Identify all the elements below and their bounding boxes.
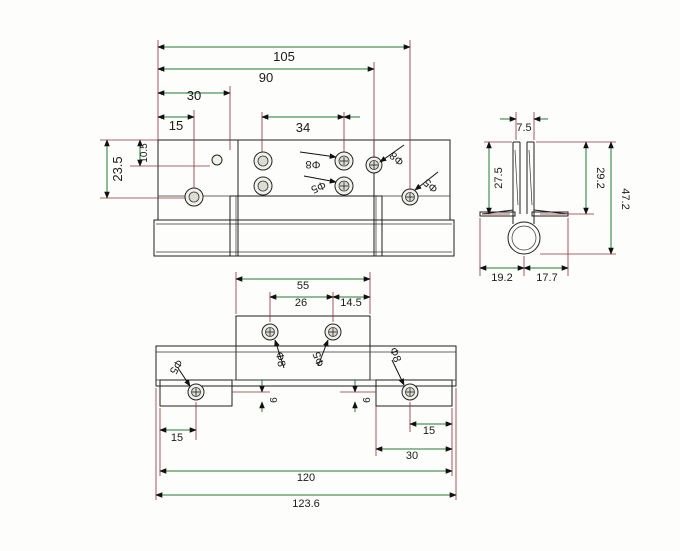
dim-label: 9 bbox=[360, 397, 371, 403]
dim-label: 7.5 bbox=[516, 122, 531, 134]
dim-label: 47.2 bbox=[619, 188, 631, 209]
hole-screw bbox=[401, 188, 419, 206]
bottom-view-hinge-outline bbox=[155, 315, 457, 407]
top-view-dimension-lines bbox=[104, 44, 411, 199]
side-view-hinge-profile bbox=[479, 141, 569, 255]
dim-label: 105 bbox=[273, 49, 295, 64]
dim-label: 55 bbox=[297, 280, 309, 292]
bottom-view-dimension-lines bbox=[155, 276, 457, 498]
hole-screw bbox=[334, 151, 354, 171]
top-view: 105 90 30 15 34 10.5 23.5 Φ8 Φ5 Φ8 Φ5 bbox=[100, 40, 455, 257]
dim-label: 10.5 bbox=[139, 143, 150, 163]
dim-label: 15 bbox=[171, 432, 183, 444]
side-view-dimension-lines bbox=[479, 116, 614, 271]
dim-label: 90 bbox=[259, 70, 273, 85]
dim-label: 17.7 bbox=[536, 272, 557, 284]
dim-label: Φ8 bbox=[273, 351, 287, 368]
hole-small bbox=[211, 154, 223, 166]
dim-label: Φ5 bbox=[422, 176, 441, 195]
dim-label: 30 bbox=[187, 88, 201, 103]
hole-countersunk bbox=[253, 176, 273, 196]
dim-label: 15 bbox=[169, 118, 183, 133]
dim-label: 26 bbox=[295, 297, 307, 309]
dim-label: 19.2 bbox=[491, 272, 512, 284]
side-view: 7.5 27.5 29.2 47.2 19.2 17.7 bbox=[479, 112, 631, 284]
top-view-extension-lines bbox=[100, 40, 411, 199]
dim-label: 29.2 bbox=[594, 167, 606, 188]
dim-label: 123.6 bbox=[292, 498, 320, 510]
hole-countersunk bbox=[184, 187, 204, 207]
top-view-hinge-outline bbox=[153, 139, 455, 257]
dim-label: 34 bbox=[296, 120, 310, 135]
hole-countersunk bbox=[253, 151, 273, 171]
top-view-holes bbox=[184, 151, 419, 207]
dim-label: Φ8 bbox=[387, 346, 403, 364]
dim-label: Φ5 bbox=[311, 350, 327, 368]
dim-label: 27.5 bbox=[493, 167, 505, 188]
dim-label: Φ8 bbox=[388, 149, 407, 168]
bottom-view-leaders bbox=[177, 339, 405, 387]
top-view-leaders bbox=[299, 144, 439, 191]
dim-label: 9 bbox=[267, 397, 278, 403]
dim-label: 15 bbox=[423, 425, 435, 437]
hole-screw bbox=[365, 156, 383, 174]
dim-label: 14.5 bbox=[340, 297, 361, 309]
dim-label: 120 bbox=[297, 472, 315, 484]
dim-label: 23.5 bbox=[110, 156, 125, 181]
hole-screw bbox=[261, 323, 279, 341]
dim-label: Φ8 bbox=[306, 158, 321, 170]
bottom-view-holes bbox=[187, 323, 419, 401]
dim-label: Φ5 bbox=[309, 178, 328, 195]
hole-screw bbox=[401, 383, 419, 401]
bottom-view: 55 26 14.5 Φ5 Φ8 Φ5 Φ8 9 9 15 15 30 120 … bbox=[155, 272, 457, 510]
hole-screw bbox=[187, 383, 205, 401]
dim-label: 30 bbox=[406, 450, 418, 462]
side-view-extension-lines bbox=[479, 112, 616, 276]
hole-screw bbox=[334, 176, 354, 196]
hole-screw bbox=[324, 323, 342, 341]
